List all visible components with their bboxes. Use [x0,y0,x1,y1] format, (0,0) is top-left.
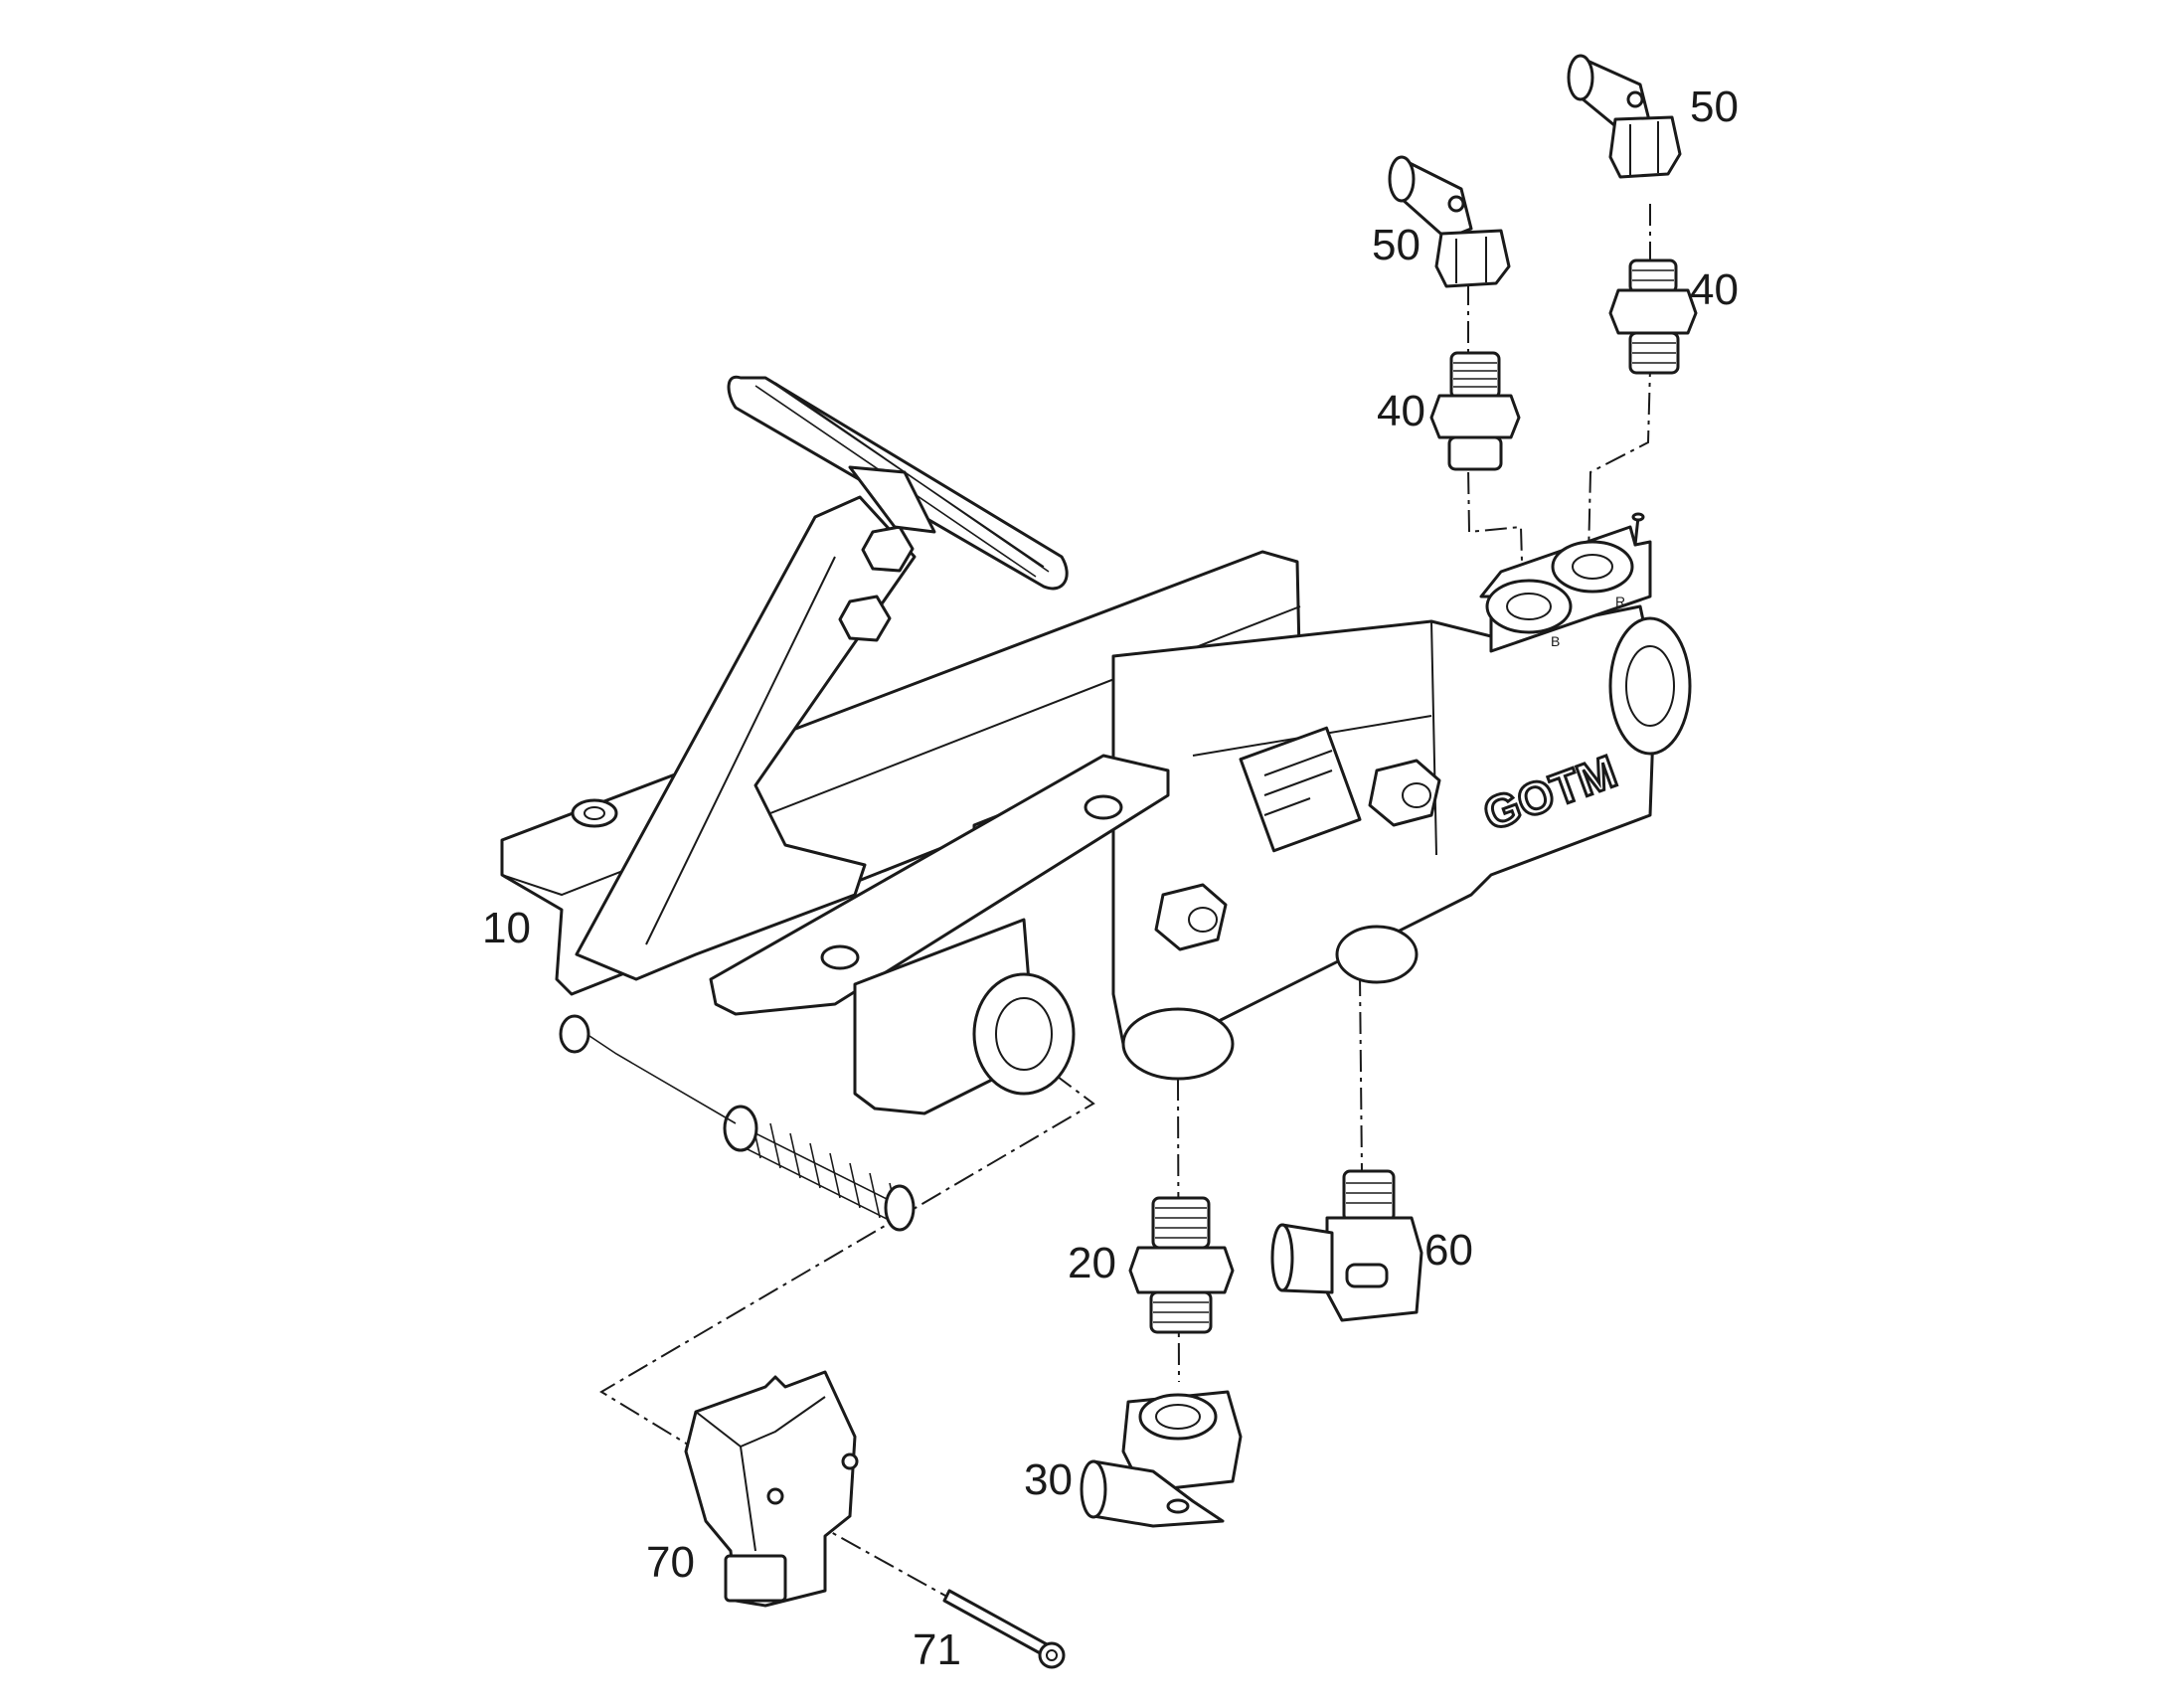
centerline-screw-71 [774,1500,955,1602]
elbow-fitting-30 [1080,1390,1243,1528]
centerline-right-port [1588,204,1651,558]
centerline-sensor-70 [599,1073,1095,1462]
bracket-hole [571,798,618,828]
part-label-50-right: 50 [1690,83,1739,131]
port-left [1485,579,1573,634]
part-label-50-left: 50 [1372,221,1421,269]
part-label-10: 10 [482,904,531,952]
centerline-fitting-60 [1359,973,1363,1174]
pedal-valve-assembly: GOTM B R [500,375,1692,1232]
hex-nut-upper [1368,759,1441,827]
return-spring [559,1014,916,1232]
mount-plate-hole-b [820,944,860,970]
adapter-40-left [1429,351,1521,471]
port-right [1551,540,1634,594]
part-label-40-left: 40 [1377,387,1425,435]
part-label-20: 20 [1068,1239,1116,1287]
adapter-20 [1128,1196,1235,1334]
part-label-70: 70 [646,1538,695,1587]
elbow-fitting-50-left [1388,155,1511,288]
hex-nut-lower [1154,883,1228,951]
part-label-30: 30 [1024,1455,1073,1504]
screw-71 [942,1589,1066,1669]
lower-boss-20 [1121,1007,1235,1081]
port-mark-b: B [1551,633,1560,649]
port-mark-r: R [1615,594,1625,609]
mount-plate-hole-a [1084,794,1123,820]
adapter-40-right [1608,258,1698,375]
arm-bolt-lower [838,595,892,642]
part-label-60: 60 [1424,1226,1473,1275]
valve-body [1111,604,1657,1046]
lower-boss-60 [1335,925,1419,984]
elbow-fitting-50-right [1567,54,1682,179]
tee-fitting-60 [1270,1169,1423,1322]
end-cap [1608,616,1692,756]
part-label-71: 71 [913,1625,961,1674]
arm-bolt-upper [861,525,915,573]
part-label-40-right: 40 [1690,265,1739,314]
id-plate [1239,726,1362,853]
sensor-70 [684,1370,859,1608]
